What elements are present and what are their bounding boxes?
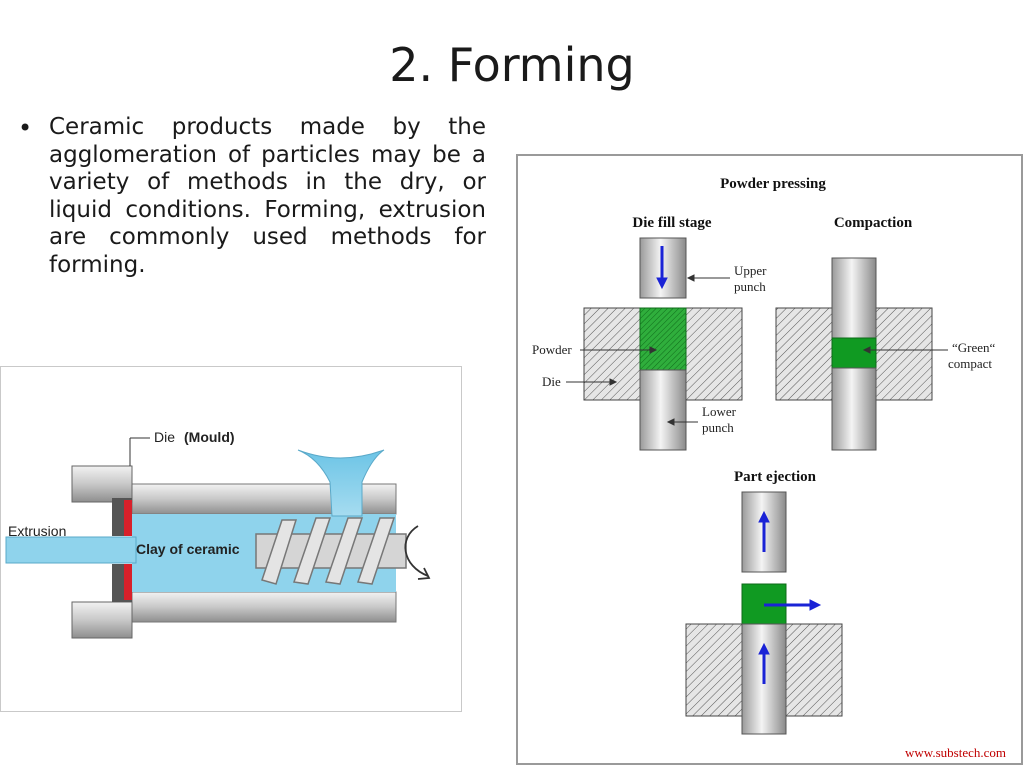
extruded-clay (5, 536, 137, 564)
upper-punch-2 (831, 257, 877, 339)
label-upper: Upper (734, 263, 767, 278)
bullet-marker: • (18, 114, 33, 142)
stage-part-ejection: Part ejection (734, 469, 817, 485)
down-arrow-icon (656, 246, 668, 290)
slide-title: 2. Forming (389, 38, 635, 92)
label-extrusion: Extrusion (8, 523, 66, 539)
die-red-top (124, 500, 132, 536)
die-left-3 (685, 623, 743, 717)
powder-fill (639, 307, 687, 371)
die-left-1 (583, 307, 641, 401)
label-upper-punch: punch (734, 279, 766, 294)
die-block-bottom (71, 601, 133, 639)
die-right-2 (875, 307, 933, 401)
hopper (297, 449, 385, 517)
powder-pressing-diagram: Powder pressing Die fill stage Compactio… (516, 154, 1023, 765)
right-arrow-icon (764, 599, 822, 611)
up-arrow-icon-upper (758, 510, 770, 552)
die-red-bottom (124, 564, 132, 600)
stage-die-fill: Die fill stage (632, 215, 711, 231)
source-credit: www.substech.com (905, 745, 1006, 760)
rotation-arrow-icon (404, 525, 431, 580)
label-mould: (Mould) (184, 429, 235, 445)
bullet-text: Ceramic products made by the agglomerati… (49, 114, 486, 278)
die-right-1 (685, 307, 743, 401)
lower-punch-1 (639, 369, 687, 451)
label-compact: compact (948, 356, 992, 371)
barrel-bottom-wall (131, 591, 397, 623)
stage-compaction: Compaction (834, 215, 913, 231)
die-block-top (71, 465, 133, 503)
die-left-2 (775, 307, 833, 401)
up-arrow-icon-lower (758, 642, 770, 684)
screw (255, 517, 407, 585)
lower-punch-2 (831, 367, 877, 451)
label-green: “Green“ (952, 340, 996, 355)
label-die: Die (542, 374, 561, 389)
label-lower: Lower (702, 404, 737, 419)
label-lower-punch: punch (702, 420, 734, 435)
figure-title: Powder pressing (720, 176, 826, 192)
label-die: Die (154, 429, 175, 445)
label-powder: Powder (532, 342, 572, 357)
label-clay: Clay of ceramic (136, 541, 240, 557)
extrusion-diagram: Die (Mould) Extrusion Clay of ceramic (0, 366, 462, 712)
die-right-3 (785, 623, 843, 717)
